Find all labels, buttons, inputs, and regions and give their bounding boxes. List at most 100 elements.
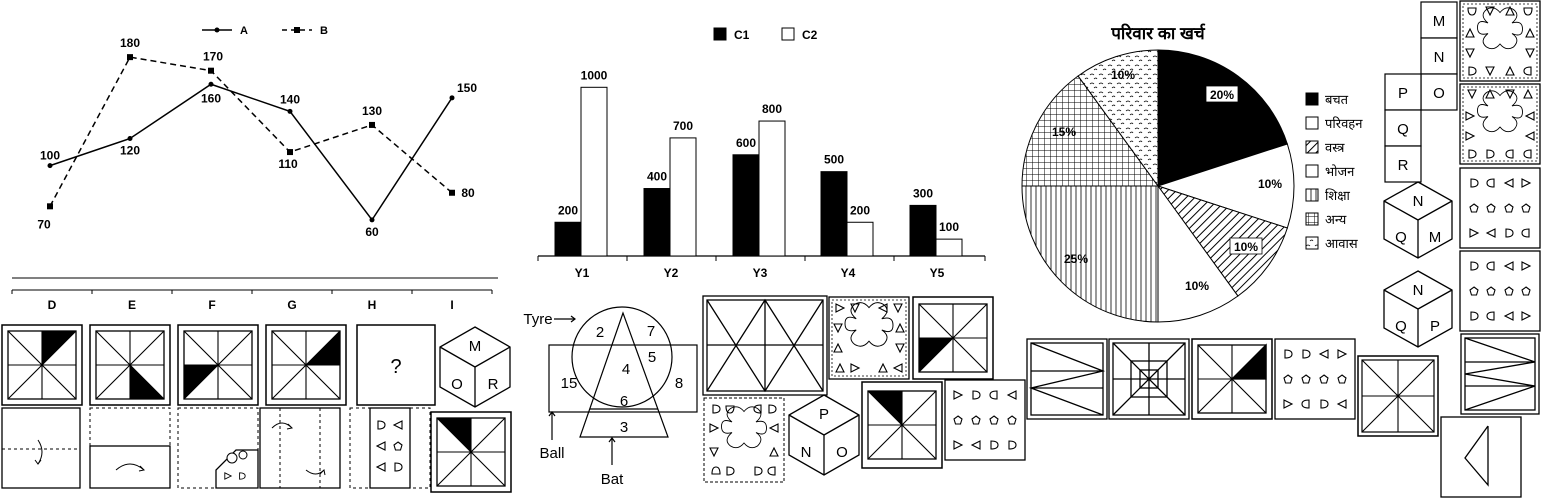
series-a-data-label: 60	[365, 225, 379, 239]
bar-c1-label: 300	[913, 186, 933, 200]
series-a-point	[47, 163, 53, 169]
series-a-point	[208, 81, 214, 87]
bar-c2	[846, 221, 874, 257]
col-label-f: F	[208, 298, 215, 312]
pie-slice-label: 10%	[1111, 68, 1135, 82]
venn-num-3: 3	[620, 419, 628, 436]
dice-net-letters: M N P O Q R	[1397, 13, 1445, 174]
bar-c1-label: 500	[824, 153, 844, 167]
series-b-line	[49, 56, 453, 207]
pie-legend-label: वस्त्र	[1325, 140, 1345, 155]
option-figure-5	[1357, 355, 1439, 437]
pie-slice-label: 25%	[1064, 252, 1088, 266]
series-b-data-label: 130	[362, 104, 382, 118]
bar-chart: C1 C2 2001000Y1400700Y2600800Y3500200Y43…	[537, 27, 986, 280]
cube-nqp-right: P	[1430, 318, 1440, 335]
line-legend: A B	[202, 25, 328, 37]
pie-label-box	[1205, 85, 1239, 103]
series-b-point	[369, 121, 375, 128]
figure-f	[177, 324, 259, 406]
pie-legend-swatch	[1305, 236, 1319, 250]
pie-legend-label: भोजन	[1325, 164, 1355, 179]
bar-c2	[758, 120, 786, 257]
right-cloud-figure-1	[1459, 0, 1541, 82]
net-letter-q: Q	[1397, 121, 1409, 138]
venn-num-15: 15	[561, 375, 578, 392]
cube-nqp: N Q P	[1383, 270, 1453, 348]
pie-slice	[1156, 143, 1295, 229]
net-letter-n: N	[1434, 49, 1445, 66]
question-mark: ?	[390, 356, 401, 378]
cube-pno-top: P	[819, 406, 829, 423]
label-bat: Bat	[601, 471, 624, 488]
series-a-data-label: 150	[457, 81, 477, 95]
pie-legend-swatch	[1305, 212, 1319, 226]
pie-slice-label: 10%	[1234, 240, 1258, 254]
pie-slice	[1157, 184, 1239, 323]
pie-chart: परिवार का खर्च 20%10%10%10%25%15%10% बचत…	[1021, 23, 1363, 323]
cube-i: M O R	[439, 326, 511, 408]
legend-c2-label: C2	[802, 28, 818, 42]
pie-slice	[1021, 185, 1159, 323]
right-shapes-figure-2	[1459, 250, 1541, 332]
series-b-point	[287, 149, 293, 156]
series-a-data-label: 120	[120, 144, 140, 158]
series-b-point	[208, 67, 214, 74]
pie-legend-label: बचत	[1325, 92, 1349, 107]
series-b-data-label: 80	[461, 186, 475, 200]
pie-legend-swatch	[1305, 116, 1319, 130]
bar-c1-label: 200	[558, 203, 578, 217]
venn-num-5: 5	[648, 349, 656, 366]
pie-legend-label: आवास	[1325, 236, 1358, 251]
right-shapes-figure-1	[1459, 167, 1541, 249]
sq8-figure-mid	[912, 296, 994, 380]
bar-c1-label: 400	[647, 170, 667, 184]
series-a-line	[49, 83, 453, 222]
cube-nqp-left: Q	[1395, 318, 1407, 335]
cube-pno: P N O	[788, 394, 860, 476]
series-b-point	[127, 54, 133, 61]
venn-num-8: 8	[675, 375, 683, 392]
bar-category-label: Y2	[664, 266, 679, 280]
cube-nqm-left: Q	[1395, 229, 1407, 246]
folding-figures	[1, 407, 431, 489]
cube-pno-left: N	[801, 444, 812, 461]
option-figure-6	[1460, 333, 1540, 415]
cube-nqm-top: N	[1413, 193, 1424, 210]
venn-num-6: 6	[620, 393, 628, 410]
col-label-e: E	[128, 298, 136, 312]
bar-c1-label: 600	[736, 136, 756, 150]
bar-c2-label: 200	[850, 203, 870, 217]
pie-slice	[1077, 49, 1159, 188]
legend-c1-label: C1	[734, 28, 750, 42]
cube-face-top: M	[469, 338, 482, 355]
legend-a-label: A	[240, 25, 248, 37]
series-a-point	[369, 217, 375, 223]
pie-slice-label: 10%	[1258, 177, 1282, 191]
series-a-data-label: 100	[40, 149, 60, 163]
option-figure-3	[1191, 338, 1273, 420]
folding-shapes	[376, 420, 403, 472]
series-a-data-label: 160	[201, 91, 221, 105]
series-b-data-label: 70	[37, 217, 51, 231]
pie-slice-label: 15%	[1052, 125, 1076, 139]
figure-d	[1, 324, 83, 406]
bar-c2-label: 800	[762, 102, 782, 116]
shapes-grid-figure	[944, 379, 1026, 461]
series-b-point	[449, 189, 455, 196]
line-figure	[1440, 416, 1522, 498]
bar-c2-label: 700	[673, 119, 693, 133]
bar-category-label: Y5	[930, 266, 945, 280]
bar-category-label: Y1	[575, 266, 590, 280]
net-letter-m: M	[1433, 13, 1446, 30]
venn-labels: Tyre Ball Bat 2 7 4 5 15 8 6 3	[523, 311, 683, 488]
pie-slice	[1156, 185, 1288, 297]
col-label-d: D	[48, 298, 57, 312]
bar-c2-label: 1000	[581, 68, 608, 82]
pie-marks: 20%10%10%10%25%15%10%	[1021, 49, 1295, 323]
net-letter-p: P	[1398, 85, 1408, 102]
pie-slice-label: 20%	[1210, 88, 1234, 102]
